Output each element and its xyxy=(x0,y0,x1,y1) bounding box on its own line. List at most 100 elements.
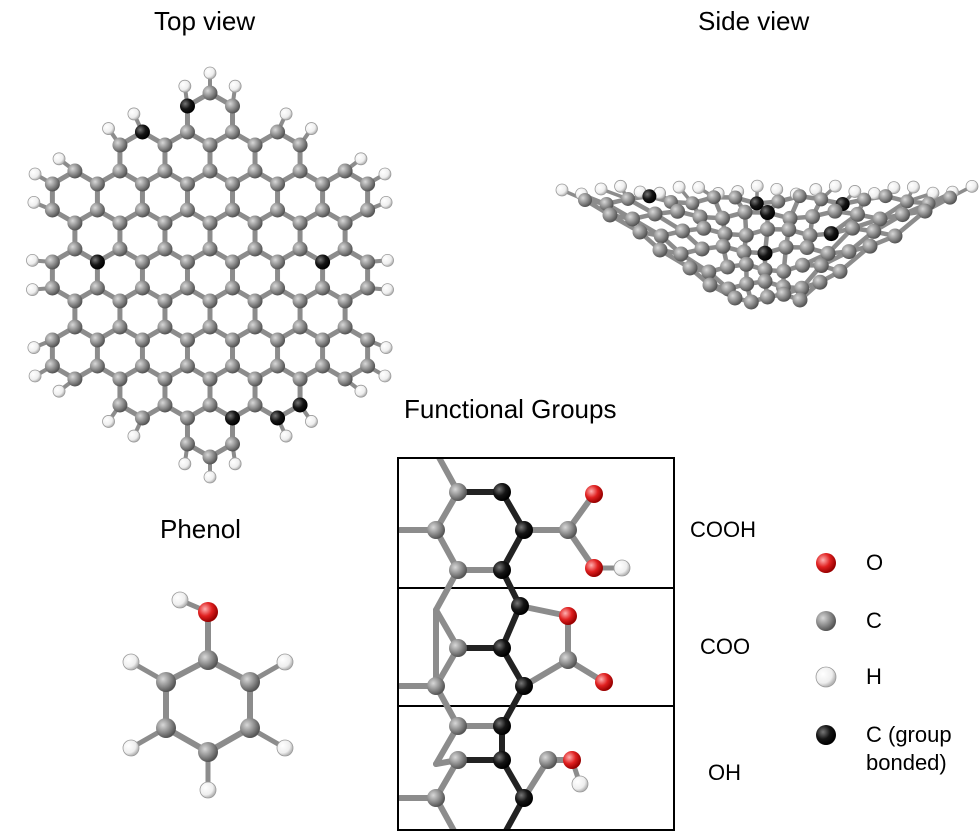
carbon-atom xyxy=(112,319,128,335)
legend xyxy=(815,553,837,745)
carbon-atom xyxy=(792,292,808,308)
carbon-atom xyxy=(795,257,810,273)
carbon-atom xyxy=(112,371,128,387)
hydrogen-atom xyxy=(907,180,920,194)
carbon-atom xyxy=(292,241,308,257)
hydrogen-atom xyxy=(203,66,217,80)
carbon-atom xyxy=(44,202,60,218)
carbon-atom xyxy=(832,263,848,279)
carbon-atom xyxy=(179,436,195,452)
carbon-atom xyxy=(202,241,218,257)
oxygen-atom xyxy=(559,607,577,625)
side-view-molecule xyxy=(555,179,979,310)
hydrogen-atom xyxy=(122,653,140,671)
legend-label-c: C xyxy=(866,608,882,633)
hydrogen-atom xyxy=(381,283,394,297)
carbon-atom xyxy=(701,264,717,280)
hydrogen-atom xyxy=(171,591,189,609)
carbon-atom xyxy=(360,254,376,270)
carbon-atom xyxy=(757,273,773,289)
carbon-atom xyxy=(841,244,857,260)
carbon-group-bonded-atom xyxy=(315,254,331,270)
carbon-atom xyxy=(247,215,263,231)
hydrogen-atom xyxy=(887,181,901,195)
hydrogen-atom xyxy=(750,179,764,193)
carbon-group-bonded-atom xyxy=(749,196,764,211)
carbon-atom xyxy=(360,202,376,218)
carbon-atom xyxy=(134,410,150,426)
carbon-atom xyxy=(771,194,786,209)
carbon-atom xyxy=(270,176,286,192)
carbon-atom xyxy=(776,286,792,302)
carbon-atom xyxy=(225,358,241,374)
carbon-atom xyxy=(292,163,308,179)
hydrogen-atom xyxy=(28,369,42,383)
carbon-atom xyxy=(820,245,836,261)
carbon-atom xyxy=(737,204,753,220)
carbon-atom xyxy=(156,718,176,738)
carbon-atom xyxy=(179,176,195,192)
carbon-atom xyxy=(179,280,195,296)
group-label-cooh: COOH xyxy=(690,517,756,542)
carbon-atom xyxy=(337,293,353,309)
hydrogen-atom xyxy=(276,653,294,671)
carbon-atom xyxy=(202,137,218,153)
carbon-atom xyxy=(717,226,733,242)
carbon-atom xyxy=(805,209,820,225)
carbon-atom xyxy=(225,176,241,192)
carbon-atom xyxy=(647,206,663,222)
hydrogen-atom xyxy=(571,775,589,793)
carbon-atom xyxy=(845,220,860,236)
carbon-atom xyxy=(720,259,735,275)
carbon-atom xyxy=(44,332,60,348)
oxygen-atom xyxy=(816,553,836,573)
carbon-atom xyxy=(449,561,467,579)
carbon-group-bonded-atom xyxy=(225,410,241,426)
carbon-atom xyxy=(225,202,241,218)
carbon-atom xyxy=(179,124,195,140)
carbon-group-bonded-atom xyxy=(270,410,286,426)
hydrogen-atom xyxy=(555,183,569,197)
carbon-atom xyxy=(632,224,648,240)
carbon-atom xyxy=(112,397,128,413)
hydrogen-atom xyxy=(305,122,318,135)
top-view-label: Top view xyxy=(154,6,256,36)
carbon-group-bonded-atom xyxy=(757,245,773,261)
carbon-atom xyxy=(202,371,218,387)
carbon-group-bonded-atom xyxy=(816,725,836,745)
carbon-atom xyxy=(157,371,173,387)
hydrogen-atom xyxy=(279,107,293,121)
carbon-atom xyxy=(427,789,445,807)
phenol-molecule xyxy=(122,591,294,799)
carbon-atom xyxy=(782,210,798,226)
carbon-atom xyxy=(247,397,263,413)
hydrogen-atom xyxy=(127,429,141,443)
carbon-atom xyxy=(781,222,797,238)
carbon-atom xyxy=(862,238,878,254)
carbon-atom xyxy=(198,650,218,670)
functional-groups-panel xyxy=(397,457,675,831)
carbon-group-bonded-atom xyxy=(493,751,511,769)
carbon-atom xyxy=(738,256,754,272)
hydrogen-atom xyxy=(276,739,294,757)
top-view-molecule xyxy=(26,66,394,484)
carbon-atom xyxy=(900,194,915,209)
carbon-atom xyxy=(602,207,618,223)
hydrogen-atom xyxy=(52,384,66,398)
carbon-atom xyxy=(696,220,712,236)
carbon-atom xyxy=(685,196,700,211)
carbon-atom xyxy=(157,319,173,335)
carbon-atom xyxy=(134,332,150,348)
carbon-group-bonded-atom xyxy=(493,717,511,735)
carbon-atom xyxy=(706,190,721,205)
carbon-atom xyxy=(812,274,828,290)
carbon-atom xyxy=(292,137,308,153)
carbon-atom xyxy=(247,293,263,309)
carbon-atom xyxy=(89,332,105,348)
carbon-atom xyxy=(675,223,690,239)
carbon-atom xyxy=(625,211,640,227)
hydrogen-atom xyxy=(26,253,39,267)
carbon-atom xyxy=(157,163,173,179)
carbon-atom xyxy=(702,277,718,293)
